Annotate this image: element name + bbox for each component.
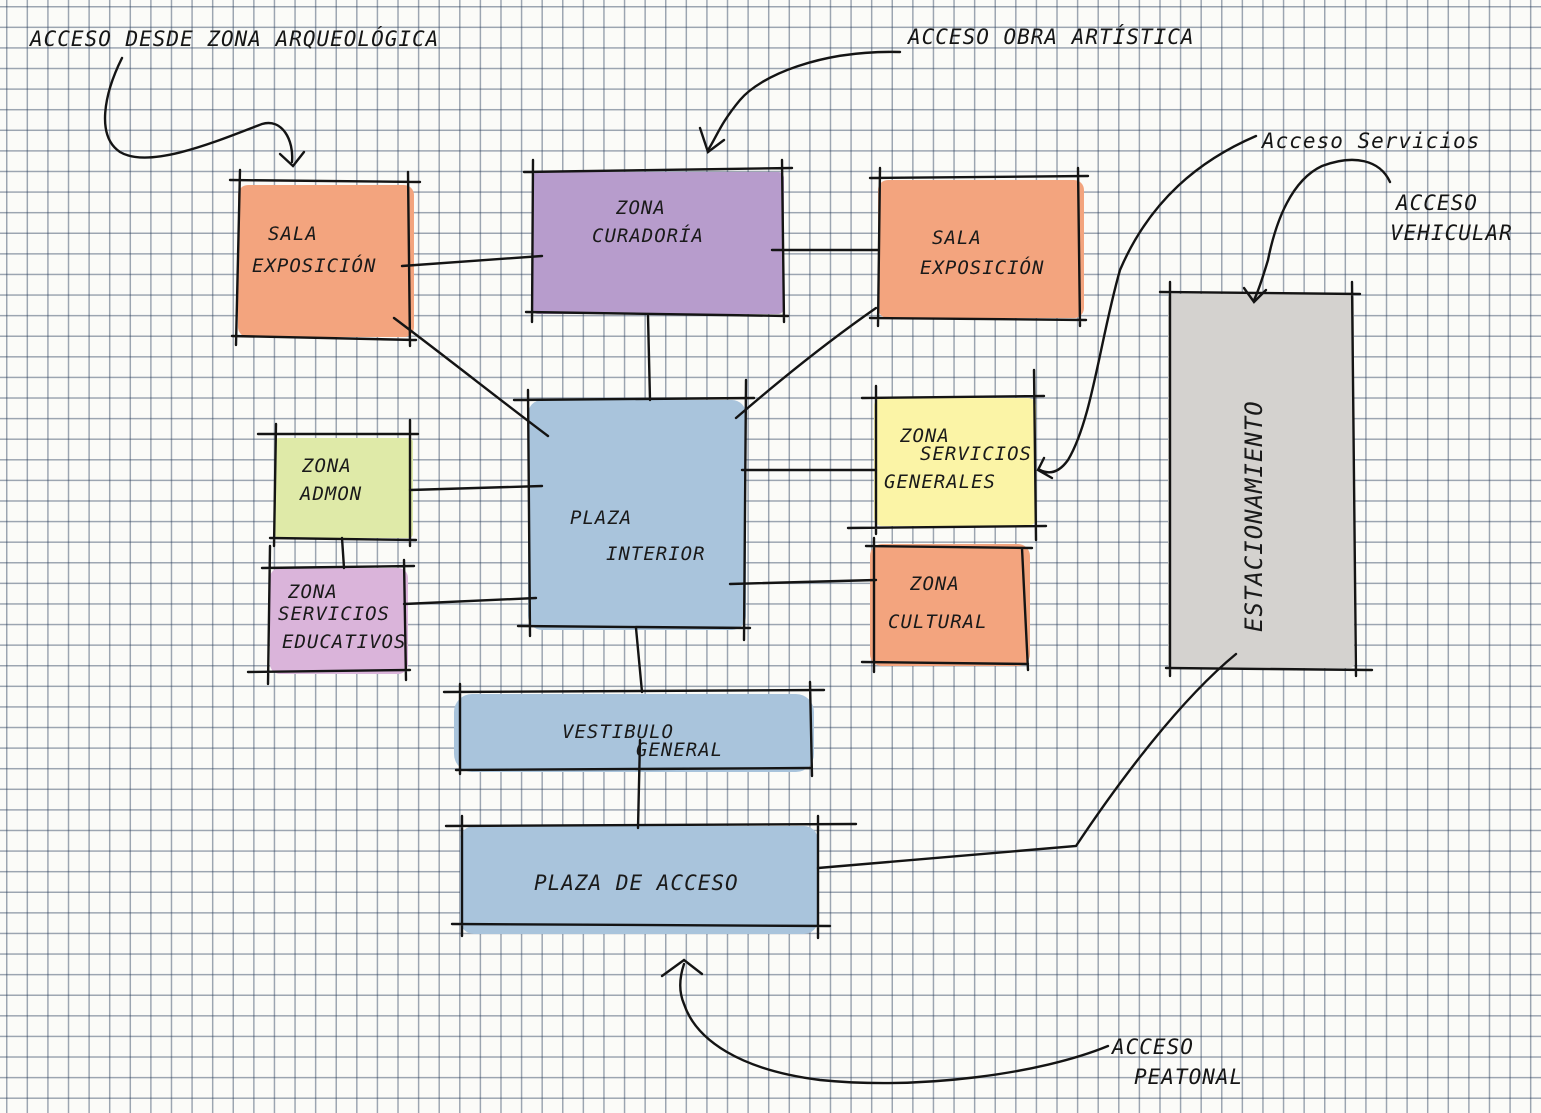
zona-servicios-generales-label-3: GENERALES (884, 471, 996, 493)
plaza-interior-fill (528, 400, 746, 630)
link-sala-plaza (392, 316, 550, 438)
link-admon-educ (340, 536, 346, 570)
zona-servicios-educativos-fill (270, 568, 408, 674)
link-acceso-estacionamiento (816, 652, 1238, 870)
access-obra-artistica-label: ACCESO OBRA ARTÍSTICA (906, 24, 1195, 49)
zona-cultural-label-1: ZONA (909, 573, 960, 595)
zone-labels: SALA EXPOSICIÓN ZONA CURADORÍA SALA EXPO… (252, 197, 1268, 895)
zona-admon-fill (275, 438, 413, 538)
zona-admon-label-1: ZONA (301, 455, 352, 477)
estacionamiento-label: ESTACIONAMIENTO (1240, 400, 1268, 632)
link-plaza-cultural (728, 578, 878, 586)
sala-exposicion-right-fill (878, 180, 1084, 318)
arrow-obra-artistica (706, 50, 902, 152)
zona-servicios-educativos-label-2: SERVICIOS (278, 603, 390, 625)
arrow-zona-arqueologica (103, 56, 294, 164)
link-sala-curaduria (400, 254, 544, 268)
zona-curaduria-label-1: ZONA (615, 197, 666, 219)
sala-exposicion-left-label-1: SALA (268, 223, 318, 245)
link-plaza-vestibulo (634, 626, 644, 694)
plaza-de-acceso-fill (460, 826, 818, 934)
arrow-vehicular (1252, 158, 1392, 302)
vestibulo-general-label-1: VESTIBULO (562, 721, 674, 743)
access-labels: ACCESO DESDE ZONA ARQUEOLÓGICA ACCESO OB… (28, 24, 1513, 1089)
arrow-servicios (1038, 134, 1258, 474)
sala-exposicion-left-label-2: EXPOSICIÓN (252, 253, 376, 277)
zona-servicios-generales-label-1: ZONA (899, 425, 950, 447)
sala-exposicion-right-label-2: EXPOSICIÓN (920, 255, 1044, 279)
sala-exposicion-right-label-1: SALA (932, 227, 982, 249)
plaza-de-acceso-label: PLAZA DE ACCESO (534, 871, 739, 895)
access-vehicular-label-1: ACCESO (1394, 191, 1478, 215)
access-peatonal-label-2: PEATONAL (1134, 1065, 1243, 1089)
zona-servicios-generales-label-2: SERVICIOS (920, 443, 1032, 465)
connection-lines (340, 248, 1238, 870)
link-admon-plaza (408, 484, 544, 492)
sala-exposicion-left-fill (238, 185, 414, 337)
vestibulo-general-fill (454, 694, 814, 772)
access-vehicular-label-2: VEHICULAR (1390, 221, 1513, 245)
link-vestibulo-acceso (636, 738, 642, 830)
zona-cultural-fill (870, 544, 1030, 666)
zona-servicios-generales-fill (874, 398, 1036, 526)
zona-curaduria-fill (532, 172, 784, 314)
zona-admon-label-2: ADMON (299, 483, 362, 505)
link-salaright-plaza (734, 306, 878, 420)
zona-servicios-educativos-label-3: EDUCATIVOS (282, 631, 406, 653)
zone-fills (238, 172, 1354, 934)
link-educ-plaza (402, 596, 538, 606)
zone-outlines (228, 158, 1374, 940)
access-zona-arqueologica-label: ACCESO DESDE ZONA ARQUEOLÓGICA (28, 26, 439, 51)
vestibulo-general-label-2: GENERAL (636, 739, 723, 761)
zona-cultural-label-2: CULTURAL (888, 611, 988, 633)
zona-curaduria-label-2: CURADORÍA (592, 224, 704, 247)
estacionamiento-fill (1168, 294, 1354, 668)
plaza-interior-label-2: INTERIOR (606, 543, 706, 565)
access-peatonal-label-1: ACCESO (1110, 1035, 1194, 1059)
arrow-peatonal (679, 962, 1110, 1085)
link-curaduria-plaza (646, 314, 652, 402)
access-servicios-label: Acceso Servicios (1260, 129, 1480, 153)
access-arrows (103, 50, 1392, 1085)
plaza-interior-label-1: PLAZA (570, 507, 632, 529)
zona-servicios-educativos-label-1: ZONA (287, 581, 338, 603)
